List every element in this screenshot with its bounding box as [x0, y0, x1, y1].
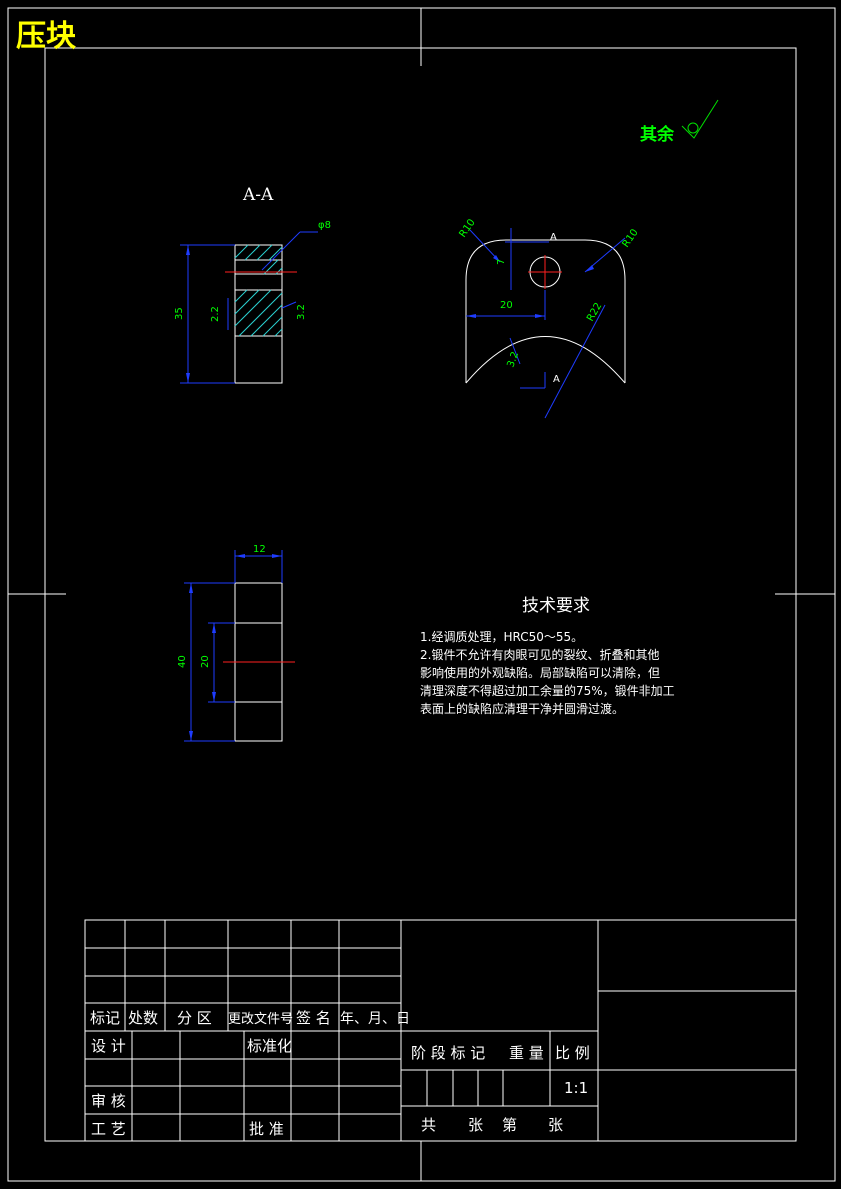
- tb-zhongliang: 重 量: [509, 1044, 544, 1062]
- tb-qianming: 签 名: [296, 1009, 331, 1027]
- tb-biaoji: 标记: [90, 1009, 120, 1027]
- side-view: 12 40 20: [177, 544, 295, 742]
- tb-biaozhunhua: 标准化: [247, 1037, 292, 1055]
- tb-fenqu: 分 区: [177, 1009, 212, 1027]
- tb-nianyueri: 年、月、日: [340, 1011, 410, 1027]
- tech-line-1: 1.经调质处理，HRC50～55。: [420, 630, 583, 644]
- inner-frame: [44, 47, 797, 1142]
- front-view: R10 7 A R10 20 R22 3.2 A: [457, 217, 641, 419]
- dim-r10-left: R10: [457, 217, 477, 239]
- dim-40: 40: [177, 655, 188, 668]
- tb-gong: 共: [421, 1116, 436, 1134]
- tb-shenhe: 审 核: [91, 1092, 126, 1110]
- dim-r10-right: R10: [620, 227, 640, 249]
- roughness-symbol-icon: [681, 99, 719, 139]
- drawing-title: 压块: [16, 19, 76, 54]
- dim-35: 35: [174, 307, 185, 320]
- tech-line-5: 表面上的缺陷应清理干净并圆滑过渡。: [420, 701, 624, 716]
- dim-phi8: φ8: [318, 220, 331, 231]
- tb-sheji: 设 计: [91, 1037, 126, 1055]
- tech-line-3: 影响使用的外观缺陷。局部缺陷可以清除，但: [420, 665, 660, 680]
- tb-scale: 1:1: [564, 1079, 588, 1097]
- tb-gongyi: 工 艺: [91, 1120, 126, 1138]
- section-marker-bottom: A: [553, 374, 560, 385]
- tb-gengai: 更改文件号: [228, 1012, 293, 1027]
- tb-zhang-2: 张: [548, 1116, 563, 1134]
- dim-3-2-a: 3.2: [296, 304, 307, 320]
- dim-20-b: 20: [200, 655, 211, 668]
- roughness-label: 其余: [640, 124, 675, 145]
- section-view: 35 φ8 2.2 3.2: [174, 220, 331, 384]
- dim-2-2: 2.2: [210, 306, 221, 322]
- section-label: A-A: [242, 185, 274, 205]
- tech-heading: 技术要求: [522, 596, 590, 616]
- outer-frame: [7, 7, 836, 1182]
- tb-chushu: 处数: [128, 1009, 158, 1027]
- section-marker-top: A: [550, 232, 557, 243]
- dim-7: 7: [496, 259, 507, 265]
- tb-zhang-1: 张: [468, 1116, 483, 1134]
- tech-line-4: 清理深度不得超过加工余量的75%，锻件非加工: [420, 683, 675, 698]
- dim-12: 12: [253, 544, 266, 555]
- title-block: [84, 919, 797, 1142]
- tb-di: 第: [502, 1116, 517, 1134]
- dim-20: 20: [500, 300, 513, 311]
- tb-pizhun: 批 准: [249, 1120, 284, 1138]
- tb-jieduan: 阶 段 标 记: [411, 1044, 485, 1062]
- dim-3-2-b: 3.2: [505, 350, 521, 369]
- tech-line-2: 2.锻件不允许有肉眼可见的裂纹、折叠和其他: [420, 647, 659, 662]
- tb-bili: 比 例: [555, 1044, 590, 1062]
